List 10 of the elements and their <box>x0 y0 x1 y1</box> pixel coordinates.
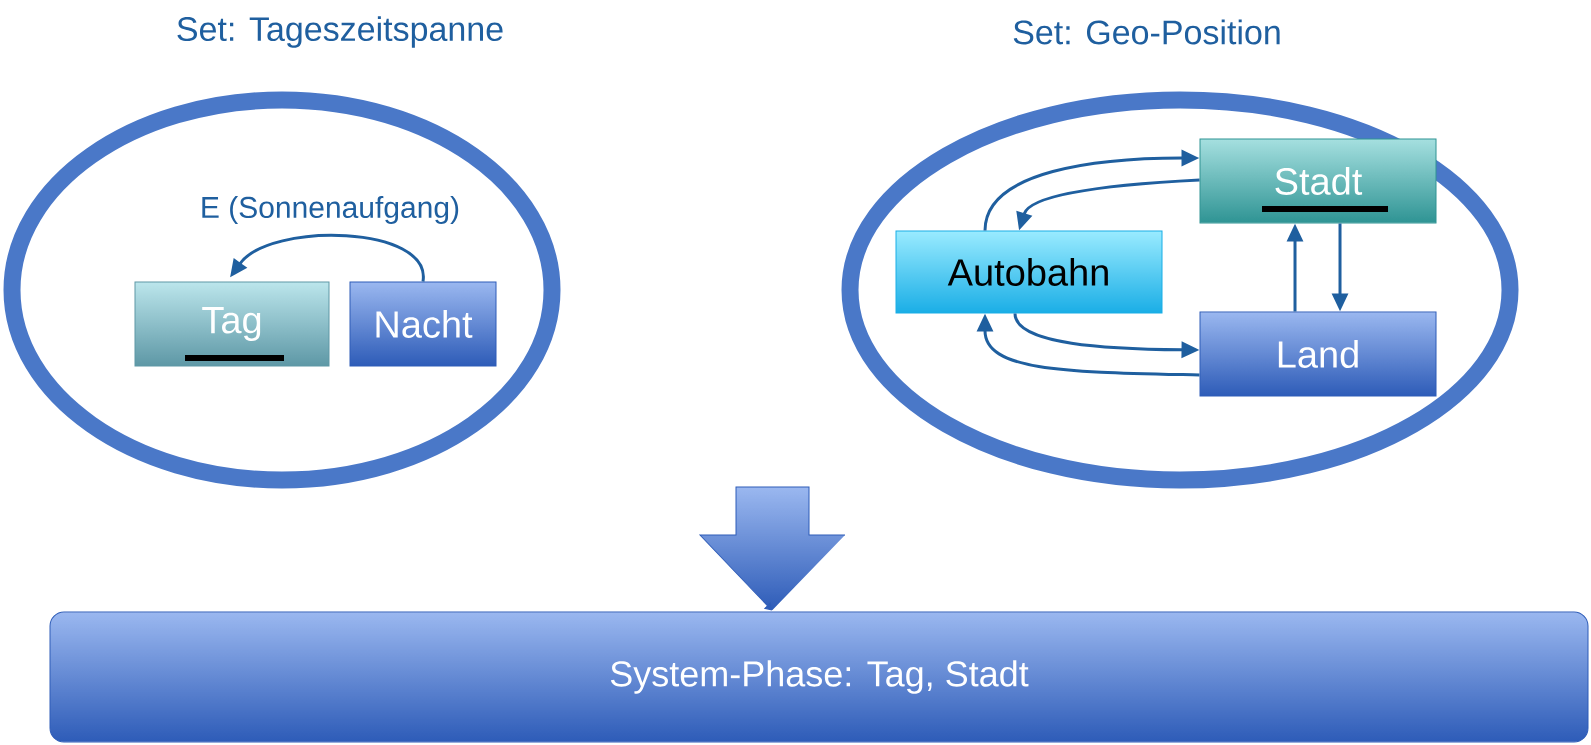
block-arrow <box>699 486 846 611</box>
state-box: Tag <box>134 281 330 367</box>
edge-label: E (Sonnenaufgang) <box>197 194 463 226</box>
set-title: Set: Geo-Position <box>1013 19 1280 45</box>
set-title: Set: Tageszeitspanne <box>177 16 503 48</box>
state-box: Nacht <box>349 281 497 367</box>
state-box: Stadt <box>1199 138 1437 224</box>
state-box: Autobahn <box>895 230 1163 314</box>
arrow <box>230 234 425 282</box>
state-box: Land <box>1199 311 1437 397</box>
